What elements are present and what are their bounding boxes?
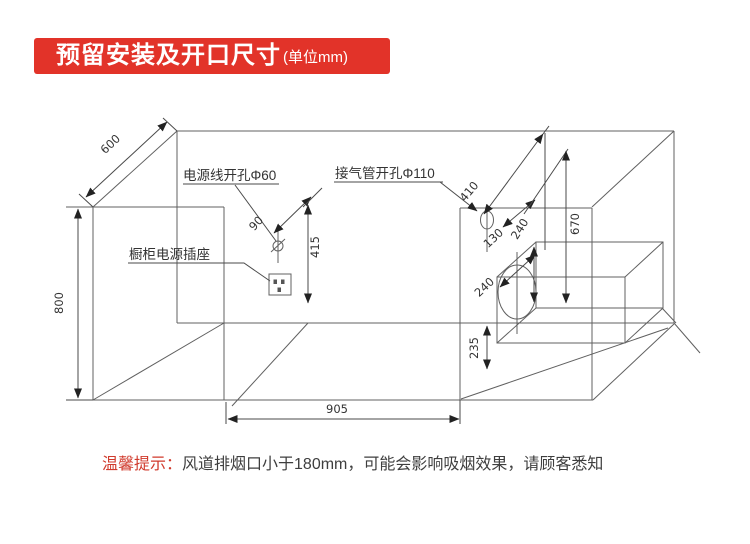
- label-cabinet-socket: 橱柜电源插座: [129, 247, 210, 262]
- warm-tip-note: 温馨提示：风道排烟口小于180mm，可能会影响吸烟效果，请顾客悉知: [102, 450, 603, 474]
- dim-cord-hole-offset: 90: [246, 213, 266, 233]
- warm-tip-prefix: 温馨提示：: [102, 456, 183, 473]
- dim-gas-hole-drop: 670: [568, 213, 582, 235]
- dim-duct-side-offset: 130: [480, 225, 506, 250]
- cabinet-wireframe: [66, 130, 701, 407]
- dim-opening-width: 905: [326, 402, 348, 416]
- dim-gas-hole-offset: 410: [457, 179, 482, 205]
- dim-cabinet-height: 800: [52, 292, 66, 314]
- unit-suffix: (单位mm): [283, 49, 348, 66]
- duct-box: [496, 241, 677, 344]
- dim-counter-clearance: 235: [467, 337, 481, 359]
- page-title: 预留安装及开口尺寸: [56, 42, 281, 69]
- dim-cord-hole-drop: 415: [308, 236, 322, 258]
- exhaust-outlet-ellipse: [497, 252, 537, 334]
- warm-tip-body: 风道排烟口小于180mm，可能会影响吸烟效果，请顾客悉知: [182, 456, 604, 473]
- title-banner: 预留安装及开口尺寸 (单位mm): [34, 38, 390, 74]
- power-cord-hole-mark: [270, 228, 286, 263]
- power-socket-icon: [268, 273, 292, 296]
- label-gas-pipe-hole: 接气管开孔Φ110: [335, 165, 435, 181]
- dimension-lines: [66, 117, 570, 424]
- label-power-cord-hole: 电源线开孔Φ60: [183, 168, 276, 183]
- dim-cabinet-depth: 600: [97, 131, 123, 156]
- dim-duct-depth: 240: [471, 274, 497, 299]
